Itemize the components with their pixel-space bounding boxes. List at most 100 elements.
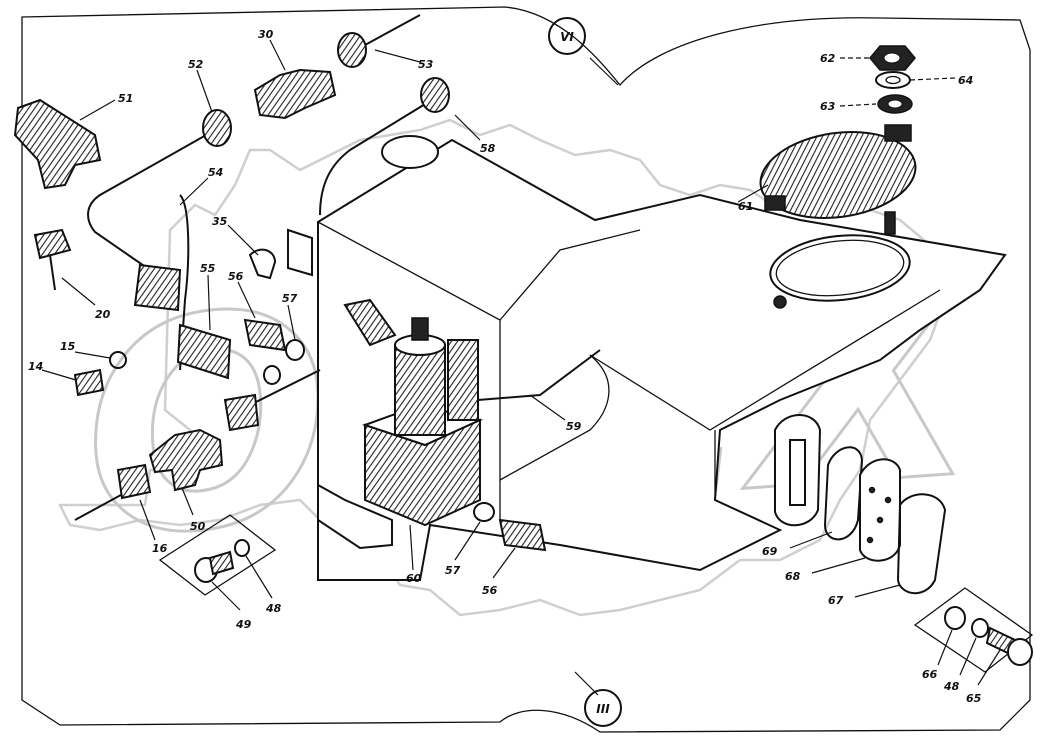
washer-57-right (473, 502, 495, 522)
nut-16 (116, 463, 152, 500)
tee-51 (13, 98, 102, 190)
lid-bolt (884, 211, 896, 235)
section-III-circle (584, 689, 622, 727)
section-VI-label: VI (560, 30, 574, 44)
glass-rivet (884, 496, 892, 504)
bolt-49-thread (208, 550, 235, 576)
leader-57-upper (287, 304, 296, 341)
mounting-bracket-lower (317, 483, 393, 550)
leader-55 (207, 274, 211, 331)
tank-inner-edge-4 (499, 354, 610, 481)
callout: 35 (212, 215, 228, 228)
nut-53 (337, 32, 367, 68)
gasket-67 (896, 493, 947, 595)
leader-48-left (245, 555, 273, 599)
callout: 51 (118, 92, 133, 105)
tank-lid (759, 124, 917, 309)
tank-inner-edge-2 (499, 229, 641, 321)
gasket-69 (823, 446, 864, 541)
washer-48 (971, 618, 989, 638)
callout: 60 (406, 572, 422, 585)
leader-35 (227, 224, 259, 256)
lid-plate (759, 131, 917, 219)
callout: 58 (480, 142, 496, 155)
leader-52 (196, 69, 213, 113)
screw-set-frame (913, 587, 1034, 673)
valve-terminal (411, 317, 429, 341)
nut-58 (420, 77, 450, 113)
callout: 56 (228, 270, 244, 283)
pipe-54-b (179, 194, 190, 371)
washer-63-hole (887, 99, 903, 109)
leader-20 (61, 277, 96, 306)
callout: 14 (28, 360, 43, 373)
callout: 57 (282, 292, 298, 305)
callout: 66 (922, 668, 938, 681)
pipe-20 (49, 254, 56, 291)
tank-inner-edge-3 (589, 289, 941, 431)
section-marks: VI III (548, 17, 622, 727)
leader-56-lower (492, 547, 516, 579)
leader-68 (811, 557, 866, 574)
nut-62-bore (883, 52, 901, 64)
gauge-frame (774, 414, 822, 527)
leader-lines (41, 39, 1001, 696)
lid-latch (764, 195, 786, 211)
callout: 48 (943, 680, 960, 693)
callout: 63 (820, 100, 836, 113)
level-gauge (774, 414, 947, 595)
gauge-slot (789, 439, 806, 506)
leader-64 (909, 77, 956, 81)
nut-56-upper (243, 318, 287, 352)
lid-hinge (884, 124, 912, 142)
plug-14 (73, 368, 105, 397)
leader-67 (854, 584, 901, 598)
tee-54-end (133, 263, 182, 312)
callout: 52 (188, 58, 204, 71)
lid-seal-ring-inner (775, 239, 905, 297)
callout: 57 (445, 564, 461, 577)
leader-69 (789, 531, 833, 549)
callout: 62 (820, 52, 836, 65)
leader-50 (181, 487, 194, 516)
callout: 16 (152, 542, 168, 555)
cross-50 (148, 428, 224, 492)
callout: 61 (738, 200, 753, 213)
callout: 53 (418, 58, 434, 71)
bolt-set (158, 514, 277, 596)
valve-inlet-fitting (343, 298, 397, 347)
glass-rivet (876, 516, 884, 524)
leader-14 (41, 369, 77, 381)
valve-connector (447, 339, 479, 421)
leader-section-VI (589, 57, 619, 86)
callout: 65 (966, 692, 982, 705)
callout: 54 (208, 166, 223, 179)
glass-rivet (868, 486, 876, 494)
leader-section-III (574, 671, 599, 696)
callout: 59 (566, 420, 582, 433)
leader-63 (839, 103, 877, 107)
leader-16 (139, 499, 156, 541)
leader-58 (454, 114, 481, 141)
callout: 64 (958, 74, 973, 87)
fittings (13, 32, 547, 552)
pipe-53 (364, 14, 421, 46)
leader-59 (529, 394, 566, 421)
tee-30 (253, 68, 337, 120)
callout: 48 (265, 602, 282, 615)
pipe-59 (477, 349, 601, 401)
valve-block (343, 298, 484, 527)
section-III-label: III (596, 702, 610, 716)
pipe-end-fitting (223, 393, 260, 432)
washer-64-hole (885, 75, 901, 85)
callout: 20 (95, 308, 111, 321)
fitting-56-lower (498, 518, 547, 552)
tank-filler-neck (381, 135, 439, 169)
leader-56-upper (237, 281, 256, 319)
leader-48-right (959, 637, 977, 676)
glass-rivet (866, 536, 874, 544)
lid-seal-ring (769, 234, 911, 302)
leader-53 (374, 49, 421, 63)
